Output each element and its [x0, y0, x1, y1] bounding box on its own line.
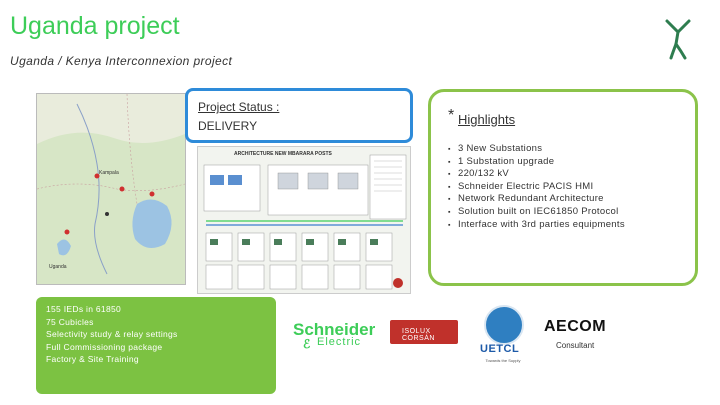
bullet-icon: ▪ [448, 183, 451, 191]
highlights-title: Highlights [458, 112, 516, 127]
bullet-icon: ▪ [448, 221, 451, 229]
list-item: ▪1 Substation upgrade [448, 156, 625, 169]
highlights-box: * Highlights ▪3 New Substations ▪1 Subst… [428, 89, 698, 286]
schneider-electric-logo: Schneider ℰ Electric [293, 320, 376, 351]
isolux-corsan-logo: ISOLUX CORSÁN [390, 320, 458, 344]
list-item: ▪220/132 kV [448, 168, 625, 181]
highlights-star: * [448, 107, 455, 124]
list-item: Factory & Site Training [46, 354, 139, 365]
list-item: ▪3 New Substations [448, 143, 625, 156]
architecture-diagram: ARCHITECTURE NEW MBARARA POSTS [197, 146, 411, 294]
uetcl-logo: UETCL Towards the Supply [474, 305, 532, 373]
bullet-icon: ▪ [448, 146, 451, 153]
status-label: Project Status : [198, 100, 280, 114]
map-country-label: Uganda [49, 264, 67, 270]
list-item: 75 Cubicles [46, 316, 94, 327]
diagram-heading: ARCHITECTURE NEW MBARARA POSTS [234, 151, 332, 157]
aecom-logo: AECOM [544, 318, 607, 335]
bullet-icon: ▪ [448, 196, 451, 204]
list-item: 155 IEDs in 61850 [46, 304, 122, 314]
list-item: ▪Network Redundant Architecture [448, 193, 625, 206]
page-title: Uganda project [10, 12, 180, 40]
highlights-list: ▪3 New Substations ▪1 Substation upgrade… [448, 143, 625, 231]
consultant-label: Consultant [556, 341, 595, 350]
project-map: Kampala Uganda [36, 93, 186, 285]
bullet-icon: ▪ [448, 208, 451, 216]
list-item: ▪Schneider Electric PACIS HMI [448, 181, 625, 194]
map-city-label: Kampala [99, 170, 119, 176]
uetcl-seal-icon [484, 305, 524, 345]
schneider-e-icon: ℰ [303, 337, 311, 351]
list-item: ▪Solution built on IEC61850 Protocol [448, 206, 625, 219]
brand-figure-icon [665, 19, 691, 60]
facts-box: 155 IEDs in 61850 75 Cubicles Selectivit… [36, 297, 276, 394]
page-subtitle: Uganda / Kenya Interconnexion project [10, 54, 233, 68]
status-value: DELIVERY [198, 119, 258, 133]
facts-list: 155 IEDs in 61850 75 Cubicles Selectivit… [46, 303, 178, 366]
list-item: Full Commissioning package [46, 341, 163, 352]
project-status-box: Project Status : DELIVERY [185, 88, 413, 143]
bullet-icon: ▪ [448, 158, 451, 166]
list-item: ▪Interface with 3rd parties equipments [448, 219, 625, 232]
list-item: Selectivity study & relay settings [46, 329, 178, 340]
bullet-icon: ▪ [448, 171, 451, 179]
